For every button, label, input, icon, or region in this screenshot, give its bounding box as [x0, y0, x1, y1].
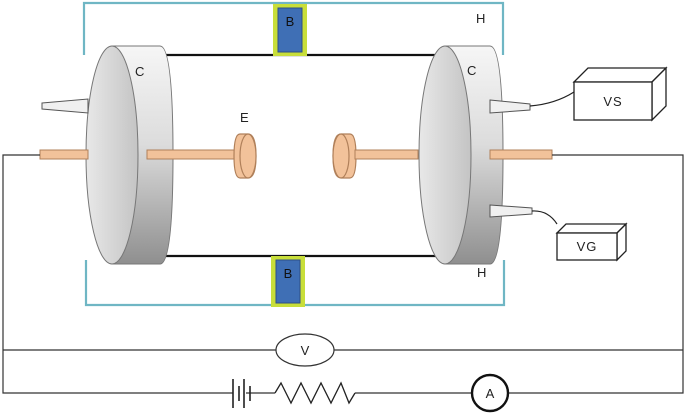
holder-bottom-label: H [477, 265, 486, 280]
magnet-top-label: B [286, 14, 295, 29]
right-cap-label: C [467, 63, 476, 78]
holder-frame-top [82, 1, 505, 55]
resistor [274, 381, 356, 405]
tube-to-vs [529, 91, 575, 107]
right-port-bottom [489, 204, 533, 218]
right-port-top [489, 99, 531, 114]
voltmeter-label: V [301, 343, 310, 358]
gauge-vg: VG [555, 222, 628, 262]
left-cap-label: C [135, 64, 144, 79]
left-electrode: E [39, 110, 257, 179]
ammeter-label: A [486, 386, 495, 401]
right-end-cap: C [418, 45, 504, 265]
ammeter: A [470, 373, 510, 413]
circuit-wiring [2, 154, 684, 394]
voltmeter: V [275, 333, 335, 367]
right-electrode [332, 133, 553, 179]
left-port-nozzle [41, 98, 89, 114]
battery [232, 379, 251, 408]
left-end-cap: C [85, 45, 174, 265]
magnet-top: B [273, 4, 307, 56]
magnet-bottom-label: B [284, 266, 293, 281]
gauge-vg-label: VG [577, 239, 598, 254]
holder-top-label: H [476, 11, 485, 26]
gauge-vs-label: VS [603, 94, 622, 109]
gauge-vs: VS [572, 66, 668, 122]
tube-to-vg [531, 210, 558, 225]
magnet-bottom: B [271, 256, 305, 307]
electrode-label: E [240, 110, 249, 125]
